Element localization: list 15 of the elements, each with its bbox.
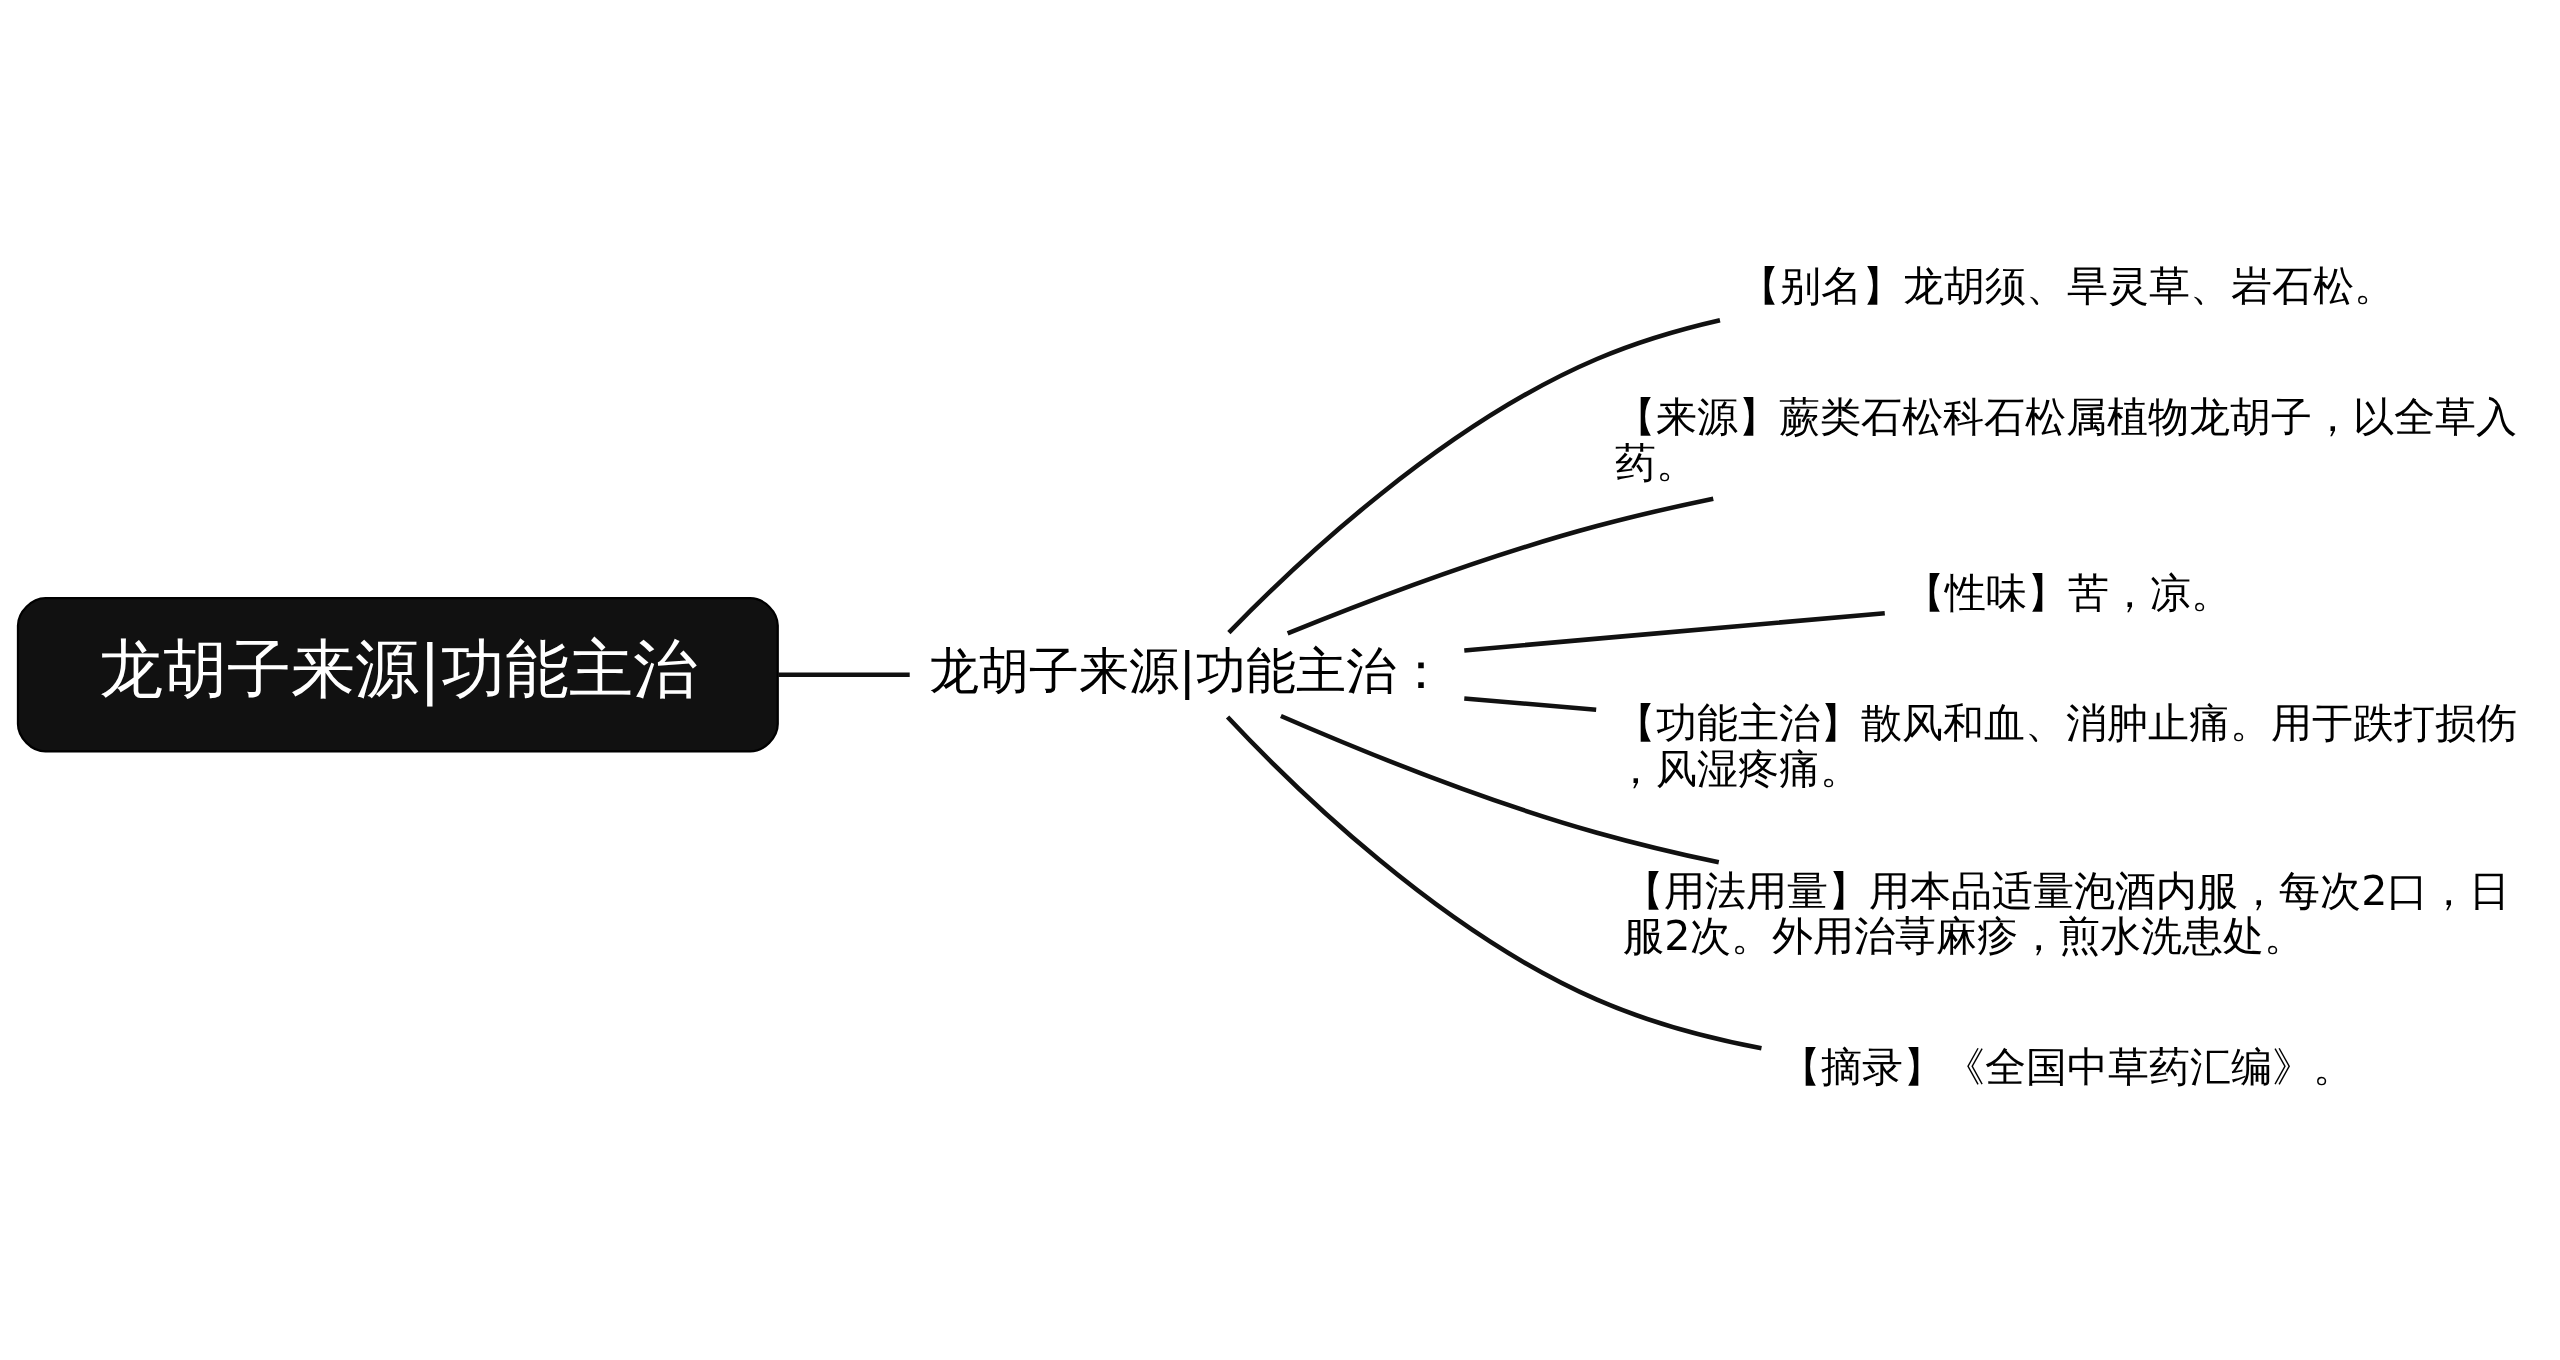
node-text: 【来源】蕨类石松科石松属植物龙胡子，以全草入药。: [1615, 392, 2518, 487]
node-box: 龙胡子来源|功能主治: [16, 596, 779, 753]
connector: [1225, 714, 1762, 1051]
node-text: 【别名】龙胡须、旱灵草、岩石松。: [1738, 261, 2395, 310]
connector: [1464, 610, 1885, 653]
node-text: 【用法用量】用本品适量泡酒内服，每次2口，日服2次。外用治荨麻疹，煎水洗患处。: [1623, 866, 2511, 960]
node-text: 【摘录】《全国中草药汇编》。: [1780, 1042, 2354, 1091]
node-text: 【性味】苦，凉。: [1903, 568, 2232, 617]
connector: [1227, 317, 1721, 634]
connector: [1280, 713, 1720, 865]
node-text: 龙胡子来源|功能主治：: [928, 640, 1446, 700]
connector: [1464, 695, 1597, 712]
node-text: 【功能主治】散风和血、消肿止痛。用于跌打损伤，风湿疼痛。: [1615, 698, 2518, 793]
connector: [1286, 495, 1714, 636]
connector: [778, 672, 910, 677]
